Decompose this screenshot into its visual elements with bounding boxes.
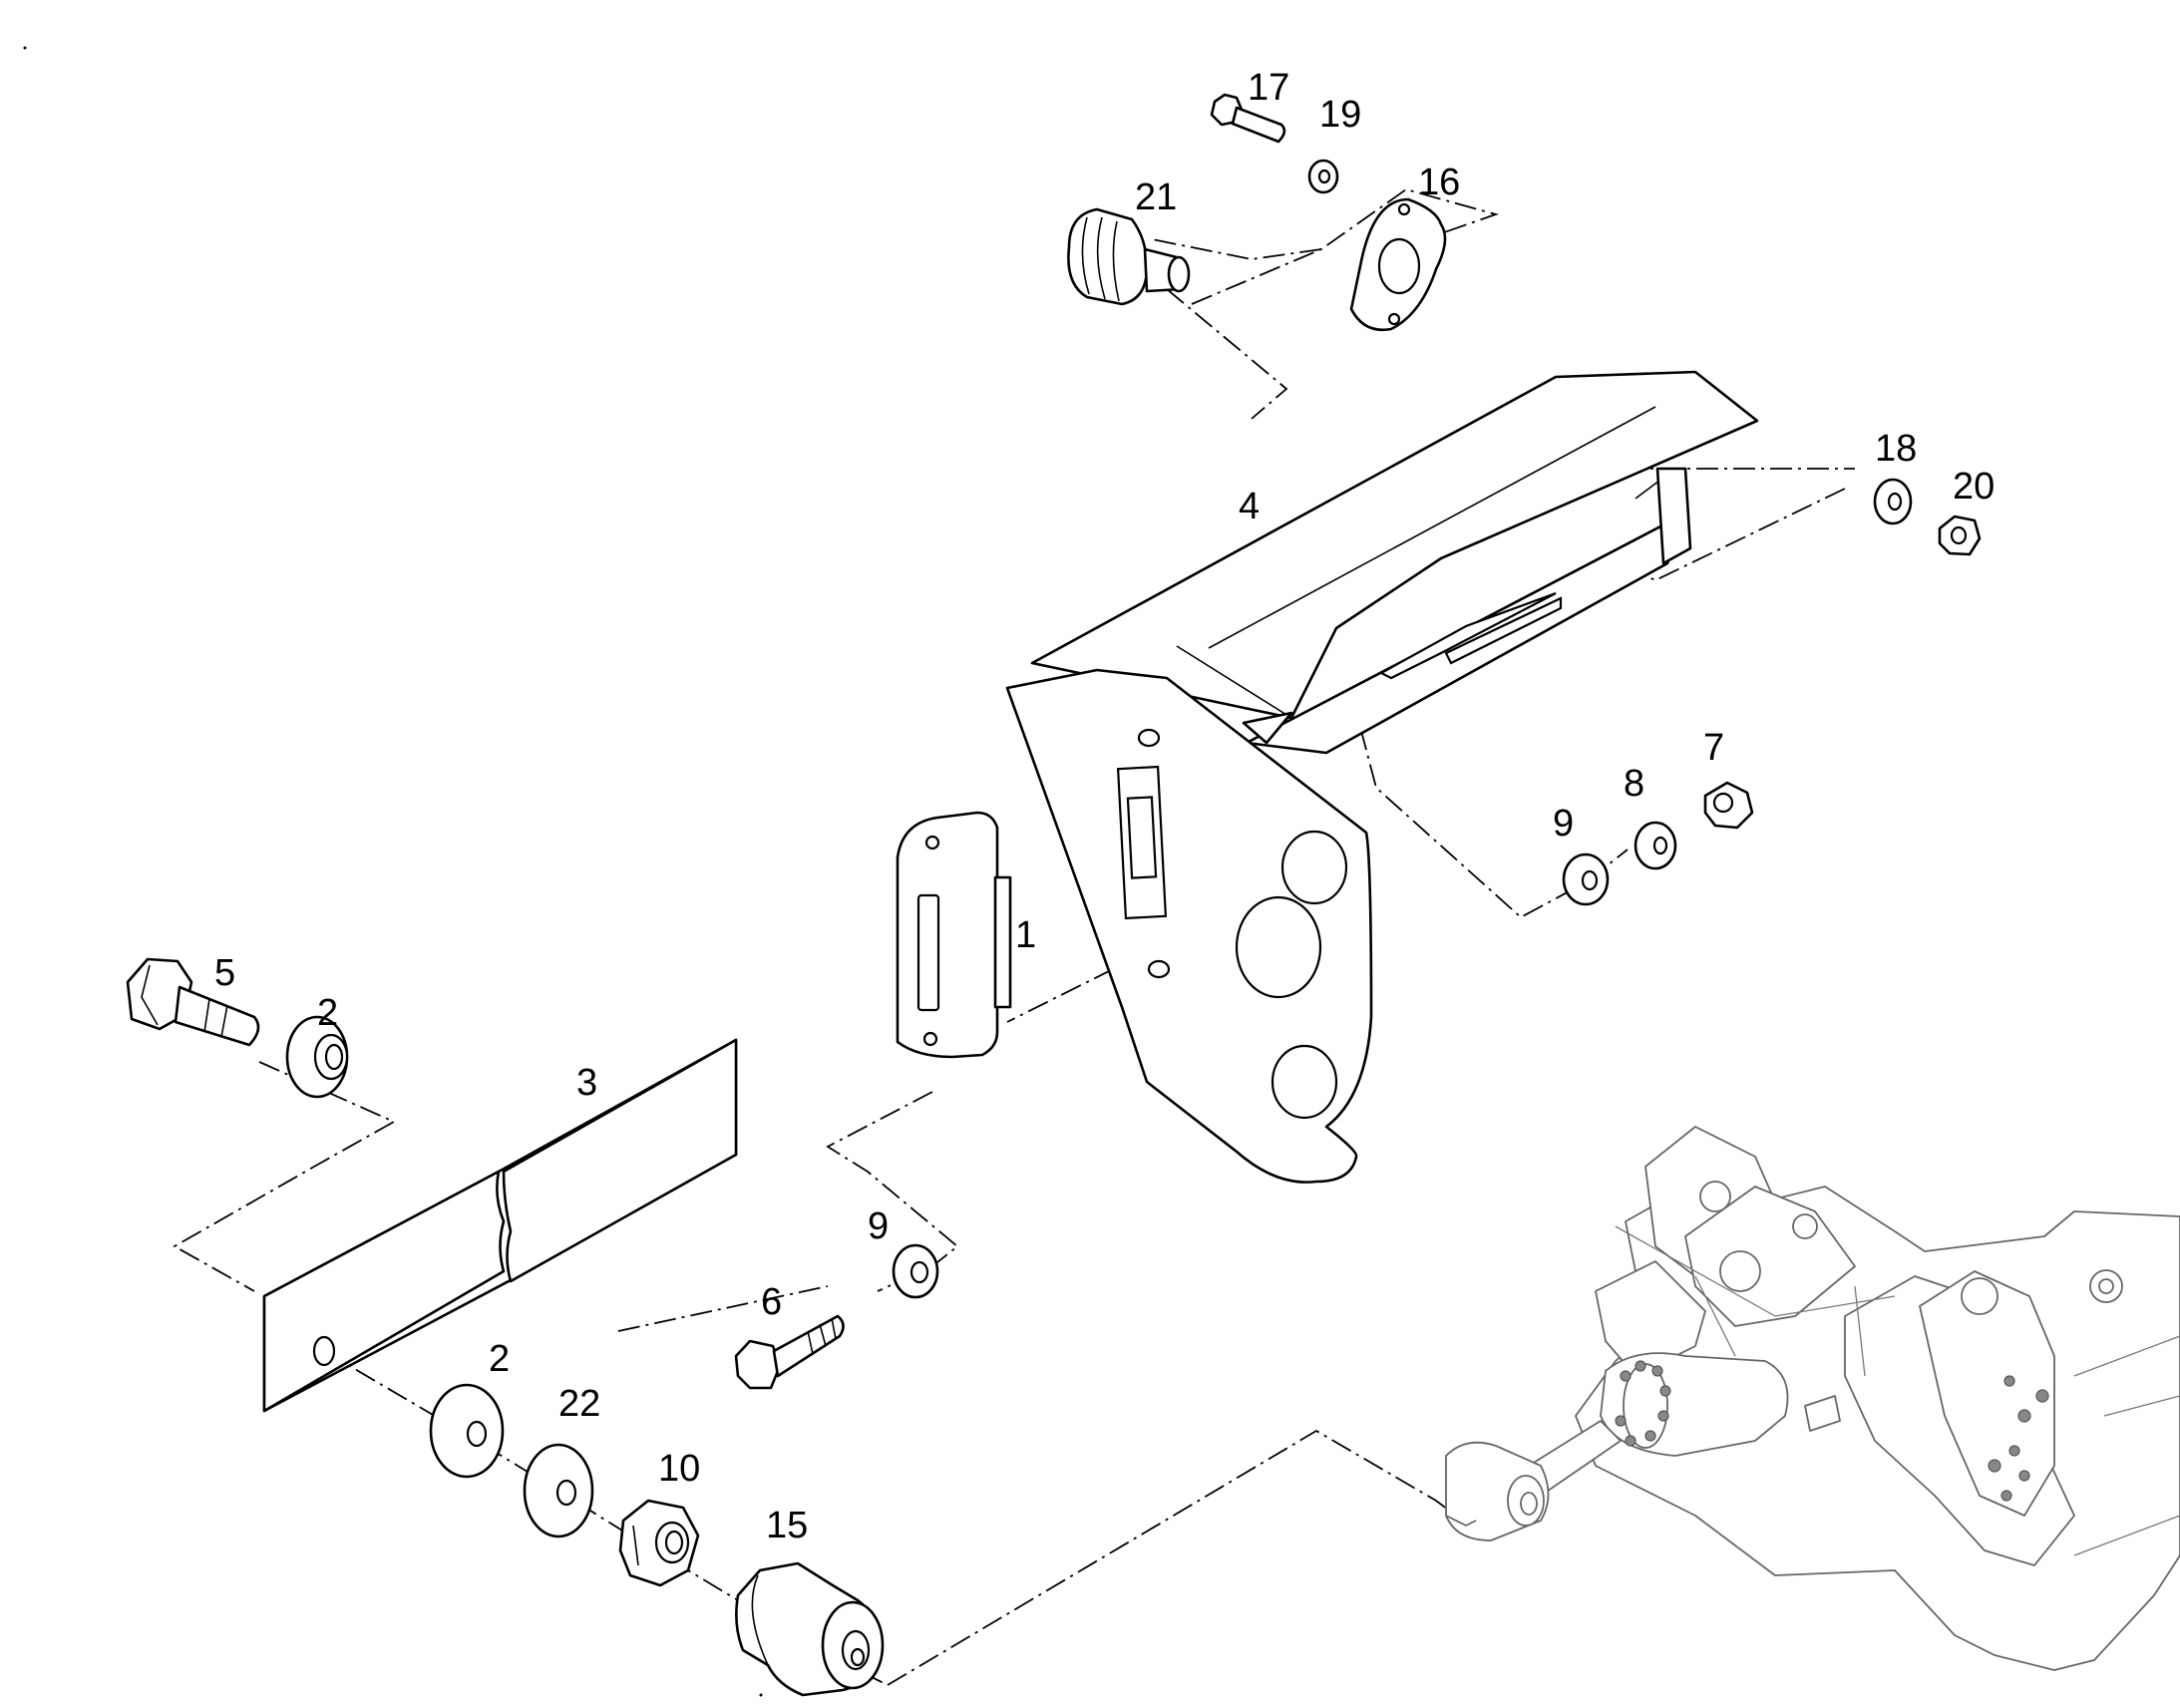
callout-17: 17 <box>1248 67 1289 109</box>
part-15-bushing <box>735 1561 885 1697</box>
print-dot <box>23 46 27 50</box>
part-6-bolt <box>734 1314 845 1390</box>
part-4-mounting-plate <box>1005 668 1373 1184</box>
part-18-washer <box>1873 478 1913 525</box>
part-9-washer-upper <box>1562 853 1610 906</box>
part-8-lock-washer <box>1634 821 1677 870</box>
callout-21: 21 <box>1135 176 1177 218</box>
callout-9-lower: 9 <box>868 1205 889 1247</box>
part-21-breather-plug <box>1067 207 1191 306</box>
part-16-flange-plate <box>1349 197 1447 332</box>
callout-labels: 17 19 16 21 4 18 20 7 8 9 1 5 2 3 9 6 2 … <box>214 67 1995 1546</box>
context-machine-assembly <box>1445 1126 2180 1671</box>
part-1-slide-pad <box>896 811 1012 1059</box>
callout-10: 10 <box>658 1448 700 1490</box>
print-dot <box>759 1693 763 1697</box>
callout-22: 22 <box>558 1383 600 1425</box>
part-17-bolt <box>1210 93 1286 144</box>
callout-19: 19 <box>1319 94 1361 136</box>
callout-2-lower: 2 <box>489 1338 510 1380</box>
part-2-washer-lower <box>429 1383 505 1479</box>
part-7-nut <box>1703 781 1754 830</box>
callout-1: 1 <box>1015 914 1036 956</box>
callout-5: 5 <box>214 952 235 994</box>
part-10-nut <box>618 1499 700 1587</box>
callout-7: 7 <box>1703 727 1724 769</box>
callout-4: 4 <box>1239 486 1260 527</box>
part-2-washer-upper <box>285 1015 349 1099</box>
callout-3: 3 <box>576 1062 597 1104</box>
part-9-washer-lower <box>892 1243 939 1299</box>
callout-16: 16 <box>1418 162 1460 203</box>
callout-2-upper: 2 <box>317 992 338 1034</box>
part-3-flat-strip <box>262 1038 738 1413</box>
callout-15: 15 <box>766 1505 808 1546</box>
part-5-bolt <box>126 957 260 1047</box>
part-19-washer <box>1307 159 1339 194</box>
callout-18: 18 <box>1875 428 1917 470</box>
callout-8: 8 <box>1624 763 1644 805</box>
part-20-nut <box>1938 514 1982 556</box>
callout-6: 6 <box>761 1281 782 1323</box>
callout-20: 20 <box>1953 466 1995 508</box>
part-4-bracket-arm <box>1030 370 1759 755</box>
part-22-washer <box>523 1443 594 1538</box>
callout-9-upper: 9 <box>1553 803 1574 845</box>
